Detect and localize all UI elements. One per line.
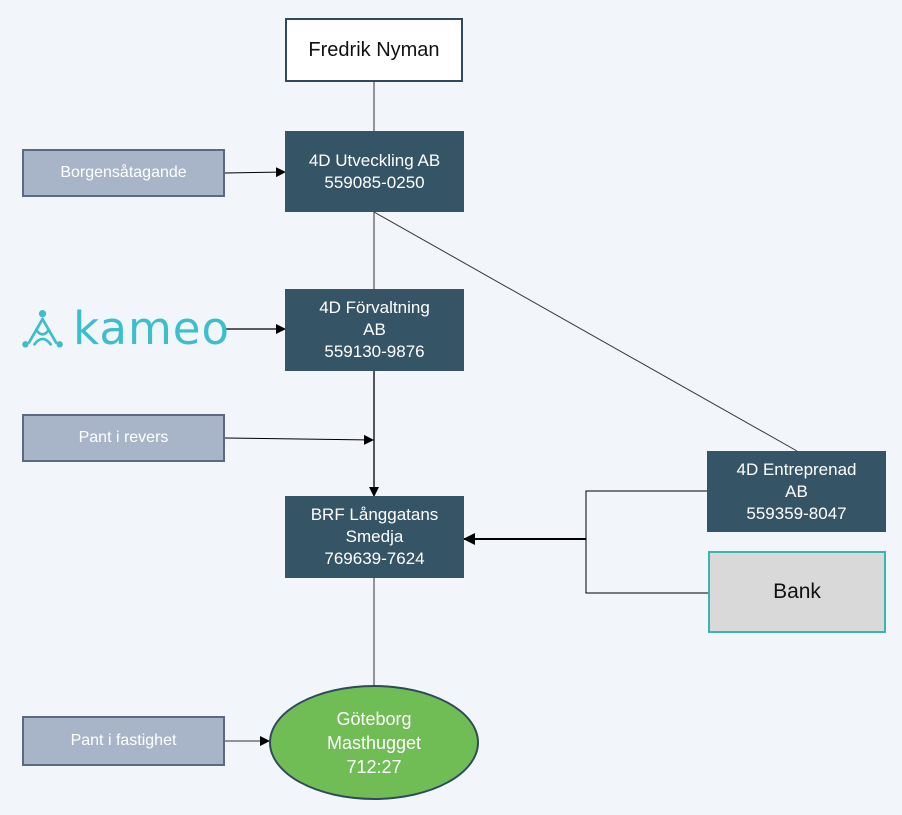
security-label: Pant i fastighet [70, 732, 177, 749]
owner-name: Fredrik Nyman [308, 39, 440, 61]
property-area: Masthugget [326, 732, 422, 753]
security-label: Borgensåtagande [60, 164, 187, 181]
property-ellipse: Göteborg Masthugget 712:27 [269, 685, 479, 800]
entity-utveckling: 4D Utveckling AB 559085-0250 [285, 131, 464, 212]
property-city: Göteborg [336, 708, 412, 729]
kameo-logo-text: kameo [73, 302, 230, 355]
owner-box: Fredrik Nyman [285, 18, 463, 82]
security-borgen: Borgensåtagande [22, 149, 225, 197]
entity-name: 4D Entreprenad [736, 459, 857, 479]
security-label: Pant i revers [78, 429, 169, 446]
entity-name: 4D Förvaltning [319, 298, 430, 317]
entity-brf: BRF Långgatans Smedja 769639-7624 [285, 496, 464, 578]
entity-name-suffix: Smedja [345, 527, 404, 546]
property-designation: 712:27 [346, 756, 402, 777]
bracket-entreprenad-bank [585, 490, 708, 594]
entity-orgnr: 769639-7624 [324, 549, 425, 568]
entity-entreprenad: 4D Entreprenad AB 559359-8047 [707, 451, 886, 532]
line-utveckling-to-entreprenad [373, 211, 798, 452]
kameo-logo-icon [22, 310, 63, 348]
security-pant-fastighet: Pant i fastighet [22, 716, 225, 766]
entity-orgnr: 559085-0250 [324, 172, 425, 192]
entity-orgnr: 559130-9876 [324, 342, 425, 361]
entity-name: BRF Långgatans [310, 505, 439, 524]
kameo-logo: kameo [20, 303, 230, 355]
entity-name-suffix: AB [363, 320, 386, 339]
entity-orgnr: 559359-8047 [746, 503, 847, 523]
entity-name: 4D Utveckling AB [308, 150, 441, 170]
arrow-borgen-to-utveckling [224, 167, 286, 178]
arrow-pant-revers [224, 434, 374, 445]
bank-box: Bank [708, 551, 886, 633]
entity-name-suffix: AB [785, 481, 808, 501]
security-pant-revers: Pant i revers [22, 414, 225, 462]
entity-forvaltning: 4D Förvaltning AB 559130-9876 [285, 289, 464, 371]
bank-label: Bank [773, 580, 821, 603]
